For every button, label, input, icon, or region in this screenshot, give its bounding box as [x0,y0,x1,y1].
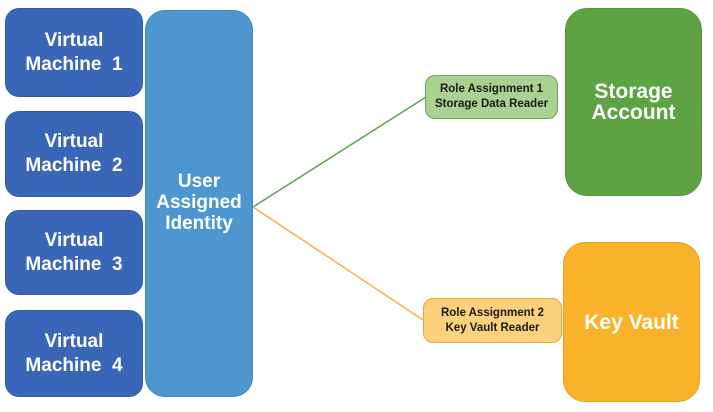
virtual-machine-3-box: Virtual Machine 3 [5,210,143,295]
virtual-machine-3-label: Virtual Machine 3 [25,229,123,275]
virtual-machine-1-label: Virtual Machine 1 [25,29,123,75]
role-assignment-2-label: Role Assignment 2 Key Vault Reader [440,306,545,334]
role-assignment-2-box: Role Assignment 2 Key Vault Reader [423,298,562,343]
connector-identity-to-role-assignment-1 [252,96,427,208]
connector-identity-to-role-assignment-2 [252,206,424,321]
key-vault-label: Key Vault [584,310,679,334]
role-assignment-1-box: Role Assignment 1 Storage Data Reader [425,75,558,119]
virtual-machine-2-label: Virtual Machine 2 [25,131,123,176]
virtual-machine-1-box: Virtual Machine 1 [5,8,143,97]
role-assignment-1-label: Role Assignment 1 Storage Data Reader [434,83,549,110]
virtual-machine-4-label: Virtual Machine 4 [25,330,123,376]
virtual-machine-2-box: Virtual Machine 2 [5,111,143,197]
storage-account-box: Storage Account [565,8,702,196]
key-vault-box: Key Vault [563,242,700,402]
user-assigned-identity-label: User Assigned Identity [156,171,242,234]
virtual-machine-4-box: Virtual Machine 4 [5,310,143,397]
storage-account-label: Storage Account [591,80,676,124]
user-assigned-identity-box: User Assigned Identity [145,10,253,397]
